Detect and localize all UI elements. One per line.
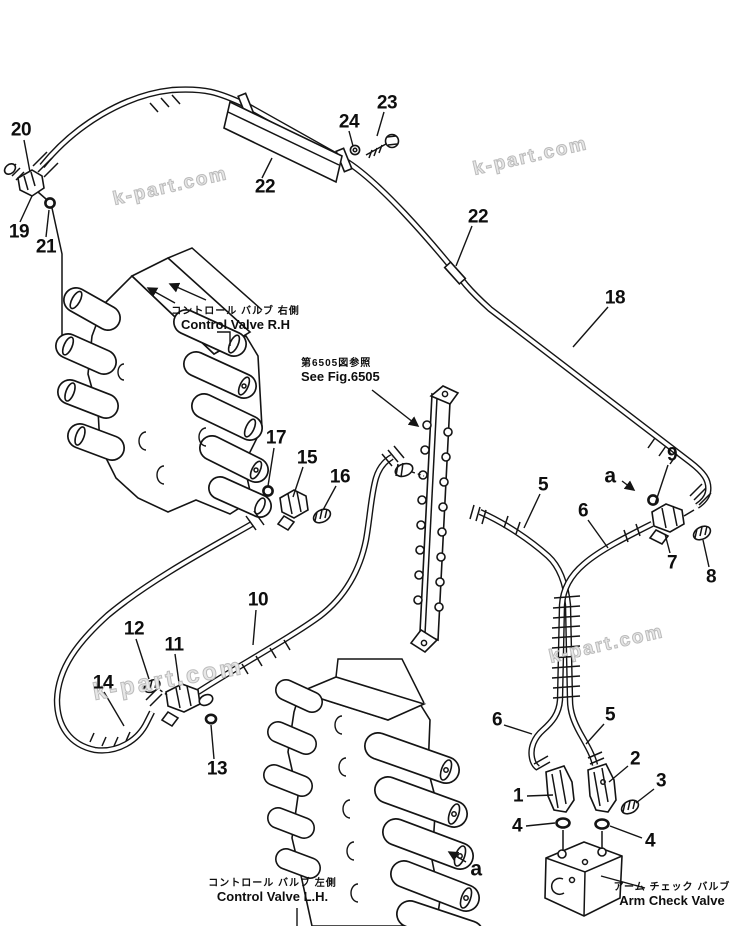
caption-jp: アーム チェック バルブ [613, 882, 731, 893]
callout-6-bottom: 6 [491, 709, 503, 731]
callout-19: 19 [8, 221, 30, 243]
elbow-fitting-19-20-21 [3, 163, 56, 209]
callout-16: 16 [329, 466, 351, 488]
callout-12: 12 [123, 618, 145, 640]
hose-5 [469, 504, 599, 766]
elbow-2 [587, 751, 617, 813]
callout-a-top: a [604, 464, 616, 488]
caption-en: Control Valve L.H. [216, 889, 329, 904]
callout-4-right: 4 [644, 830, 656, 852]
tee-7-group [647, 494, 712, 546]
caption-jp: 第6505図参照 [301, 358, 372, 369]
callout-5-top: 5 [537, 474, 549, 496]
caption-see-fig-6505: 第6505図参照 See Fig.6505 [301, 354, 421, 384]
caption-jp: コントロール バルブ 右側 [171, 306, 300, 317]
bolt-23 [365, 133, 400, 159]
callout-10: 10 [247, 589, 269, 611]
callout-9: 9 [666, 444, 678, 466]
callout-22-hose: 22 [467, 206, 489, 228]
callout-3: 3 [655, 770, 667, 792]
callout-20: 20 [10, 119, 32, 141]
hose-10 [145, 445, 405, 707]
control-valve-lh [263, 658, 482, 926]
caption-en: Arm Check Valve [619, 893, 725, 908]
arm-check-valve-block [544, 830, 623, 917]
o-ring-4-left [555, 817, 571, 829]
callout-a-bottom: a [470, 857, 482, 881]
callout-17: 17 [265, 427, 287, 449]
hose-wrap-ribs [551, 595, 581, 699]
leader-lines [19, 111, 710, 926]
caption-arm-check-valve: アーム チェック バルブ Arm Check Valve [597, 878, 747, 908]
callout-11: 11 [164, 634, 184, 656]
plug-3 [620, 799, 640, 815]
callout-13: 13 [206, 758, 228, 780]
hose-6 [528, 521, 654, 771]
callout-8: 8 [705, 566, 717, 588]
caption-en: See Fig.6505 [301, 369, 380, 384]
caption-control-valve-lh: コントロール バルブ 左側 Control Valve L.H. [190, 874, 355, 904]
callout-18: 18 [604, 287, 626, 309]
caption-jp: コントロール バルブ 左側 [208, 878, 337, 889]
protector-plate-22 [223, 100, 343, 184]
caption-en: Control Valve R.H [180, 317, 291, 332]
callout-5-bottom: 5 [604, 704, 616, 726]
callout-22-plate: 22 [254, 176, 276, 198]
elbow-1 [533, 755, 575, 813]
callout-23: 23 [376, 92, 398, 114]
caption-control-valve-rh: コントロール バルブ 右側 Control Valve R.H [158, 302, 313, 332]
callout-4-left: 4 [511, 815, 523, 837]
callout-6-top: 6 [577, 500, 589, 522]
o-ring-13 [204, 713, 218, 725]
callout-7: 7 [666, 552, 678, 574]
manifold-fitting [394, 462, 425, 478]
callout-2: 2 [629, 748, 641, 770]
callout-1: 1 [512, 785, 524, 807]
control-valve-rh [51, 207, 272, 518]
tee-11 [160, 683, 214, 728]
hose-18-22 [32, 86, 712, 509]
manifold-see-fig-6505 [394, 385, 460, 654]
hose-14 [53, 510, 265, 754]
o-ring-4-right [594, 818, 610, 830]
plug-12 [143, 678, 168, 696]
callout-14: 14 [92, 672, 114, 694]
callout-24: 24 [338, 111, 360, 133]
elbow-15-group [262, 485, 332, 532]
callout-21: 21 [35, 236, 57, 258]
callout-15: 15 [296, 447, 318, 469]
nut-24 [349, 144, 361, 156]
